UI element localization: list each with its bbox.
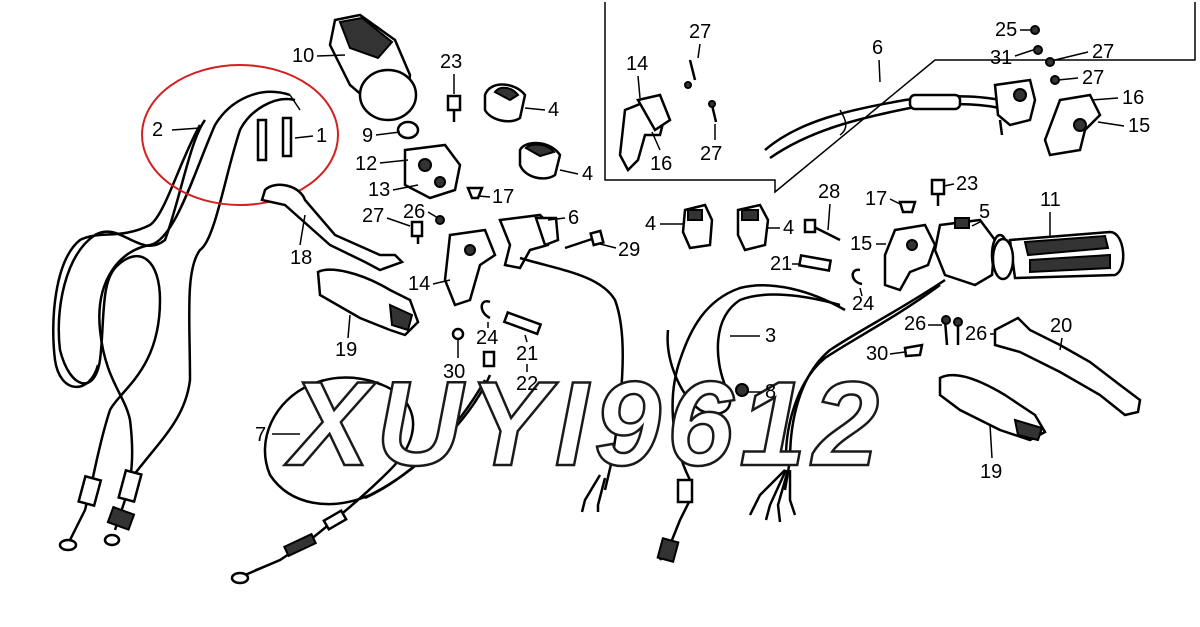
callout-13: 13 [368, 179, 390, 201]
switch-wiring [748, 278, 946, 523]
callout-6: 6 [872, 37, 883, 59]
lever-cover [316, 268, 420, 337]
callout-30: 30 [443, 361, 465, 383]
circlip [480, 300, 491, 320]
nut [451, 327, 496, 368]
callout-17: 17 [865, 188, 887, 210]
handlebar-grip [991, 230, 1125, 281]
bolt [564, 229, 605, 250]
callout-14: 14 [626, 53, 648, 75]
screw [898, 178, 946, 214]
callout-4: 4 [645, 213, 656, 235]
lever-cover [938, 373, 1047, 442]
callout-30: 30 [866, 343, 888, 365]
inset-parts [618, 25, 1102, 173]
callout-12: 12 [355, 153, 377, 175]
callout-4: 4 [783, 217, 794, 239]
callout-15: 15 [850, 233, 872, 255]
throttle-grip [328, 13, 420, 140]
callout-9: 9 [362, 125, 373, 147]
callout-21: 21 [516, 343, 538, 365]
callout-26: 26 [965, 323, 987, 345]
callout-21: 21 [770, 253, 792, 275]
callout-11: 11 [1040, 189, 1061, 211]
brake-lever [993, 316, 1142, 417]
pivot-bolt [903, 315, 963, 358]
callout-24: 24 [476, 327, 498, 349]
clamp-half [483, 83, 527, 123]
callout-20: 20 [1050, 315, 1072, 337]
clutch-switch-wire [519, 256, 624, 491]
clutch-lever-blade [260, 183, 405, 272]
callout-16: 16 [1122, 87, 1144, 109]
circlip [851, 268, 863, 286]
callout-1: 1 [316, 125, 327, 147]
callout-7: 7 [255, 424, 266, 446]
callouts: 2 1 10 9 23 4 4 12 13 17 27 26 1 [152, 19, 1150, 483]
clutch-switch [498, 213, 560, 270]
clutch-cable [230, 374, 492, 585]
callout-10: 10 [292, 45, 314, 67]
callout-23: 23 [440, 51, 462, 73]
bolt [803, 218, 841, 242]
callout-23: 23 [956, 173, 978, 195]
callout-31: 31 [990, 47, 1012, 69]
callout-27: 27 [1082, 67, 1104, 89]
callout-3: 3 [765, 325, 776, 347]
highlight-circle [141, 64, 339, 206]
clamp-half [518, 141, 562, 180]
callout-27: 27 [689, 21, 711, 43]
callout-24: 24 [852, 293, 874, 315]
inset-frame [604, 2, 1196, 194]
brake-cable [656, 284, 846, 563]
throttle-cables [52, 90, 301, 552]
callout-18: 18 [290, 247, 312, 269]
callout-22: 22 [516, 373, 538, 395]
watermark: XUYI9612 [284, 357, 885, 491]
callout-19: 19 [980, 461, 1002, 483]
callout-27: 27 [1092, 41, 1114, 63]
callout-14: 14 [408, 273, 430, 295]
callout-4: 4 [582, 163, 593, 185]
callout-17: 17 [492, 186, 514, 208]
callout-8: 8 [765, 381, 776, 403]
lever-perch [443, 228, 497, 307]
callout-6: 6 [568, 207, 579, 229]
clamp-half [736, 203, 770, 252]
callout-16: 16 [650, 153, 672, 175]
callout-4: 4 [548, 99, 559, 121]
callout-26: 26 [904, 313, 926, 335]
clamp-half [681, 203, 714, 250]
callout-27: 27 [700, 143, 722, 165]
screw [446, 94, 462, 122]
callout-5: 5 [979, 201, 990, 223]
throttle-housing [403, 143, 462, 200]
callout-19: 19 [335, 339, 357, 361]
callout-27: 27 [362, 205, 384, 227]
adjuster [797, 254, 833, 272]
brake-lever-perch [883, 223, 937, 292]
callout-26: 26 [403, 201, 425, 223]
adjuster [502, 310, 543, 336]
callout-2: 2 [152, 119, 163, 141]
callout-29: 29 [618, 239, 640, 261]
callout-15: 15 [1128, 115, 1150, 137]
callout-28: 28 [818, 181, 840, 203]
callout-25: 25 [995, 19, 1017, 41]
